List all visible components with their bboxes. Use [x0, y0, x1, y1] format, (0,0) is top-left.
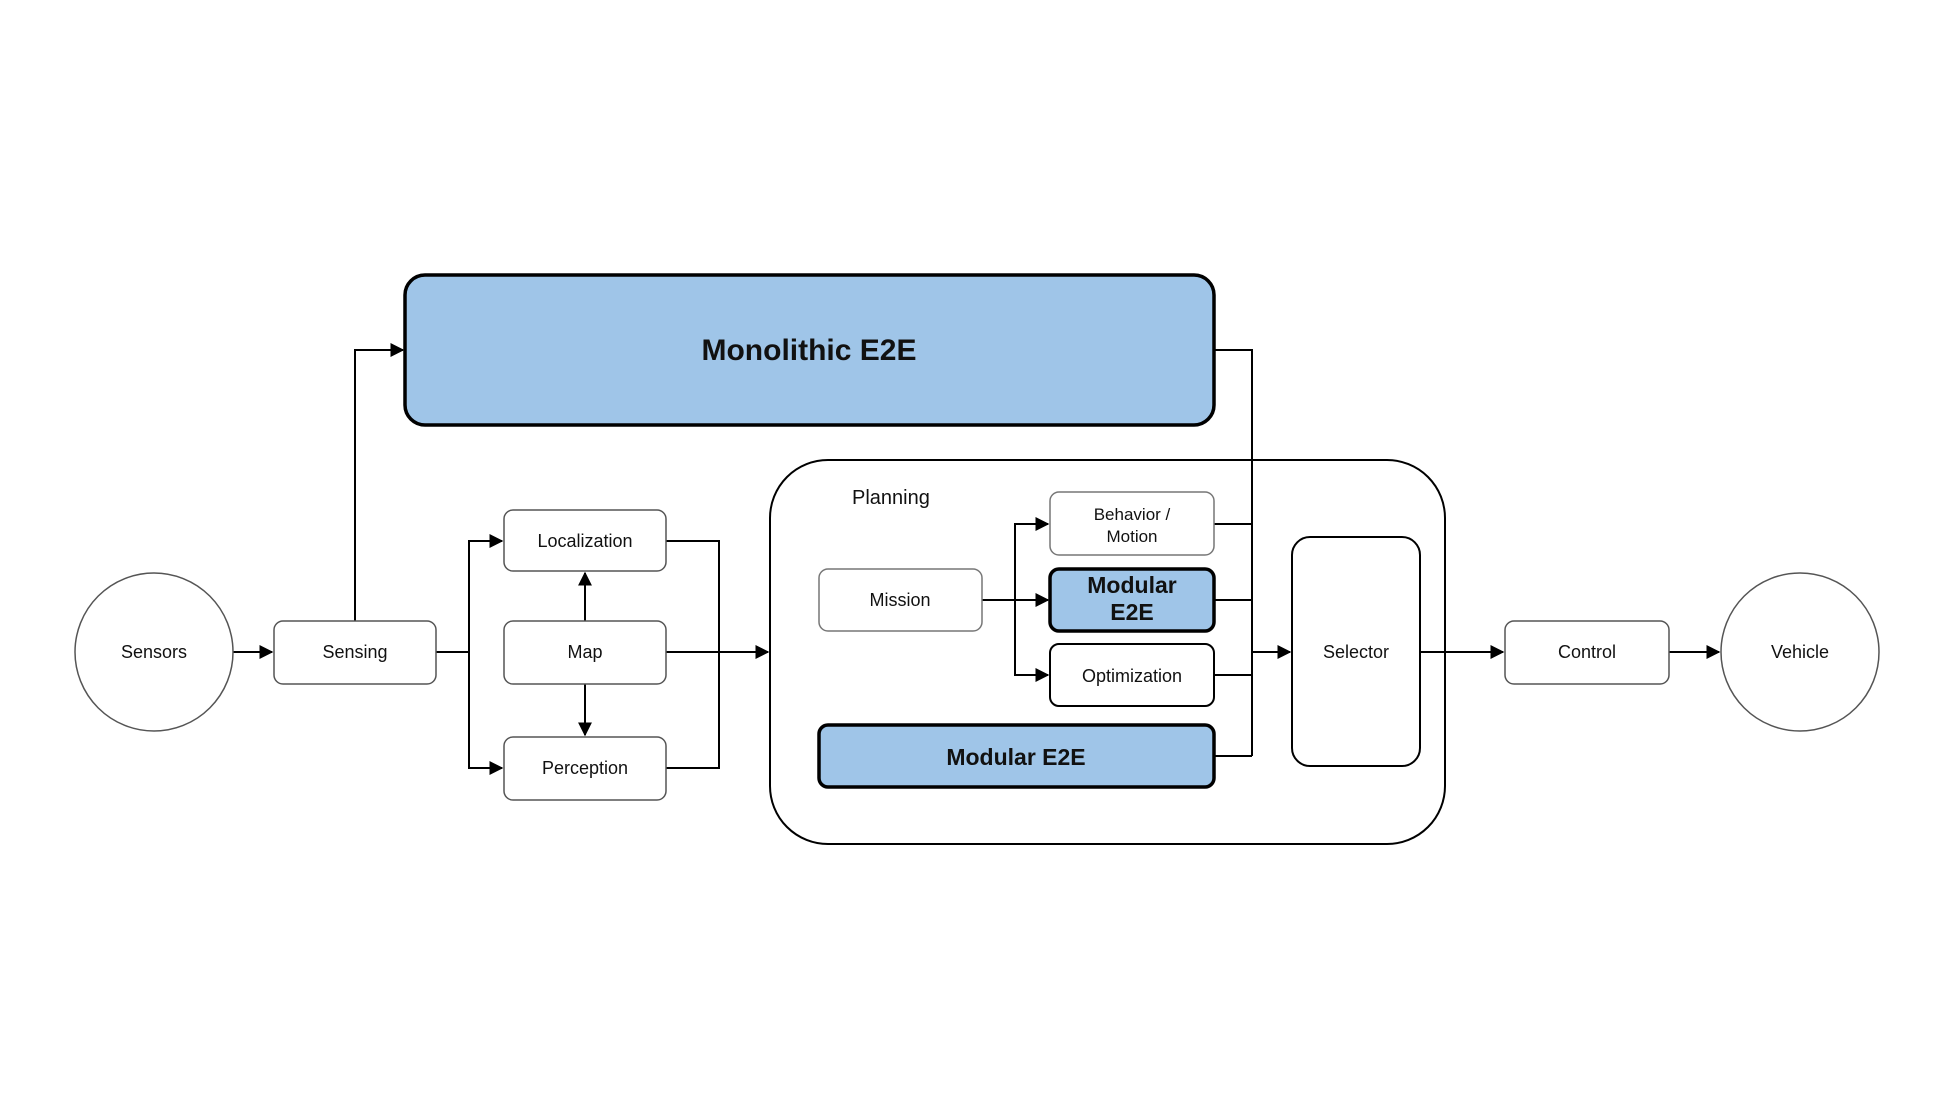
edge-perception-merge: [666, 652, 720, 769]
node-map: Map: [503, 620, 667, 685]
edge-localization-merge: [666, 540, 720, 652]
node-sensing: Sensing: [273, 620, 437, 685]
planning-container: Planning: [769, 459, 1446, 845]
node-vehicle: Vehicle: [1720, 572, 1880, 732]
monolithic-label: Monolithic E2E: [701, 334, 916, 367]
modular-wide-label: Modular E2E: [946, 744, 1085, 770]
modular-small-label-line1: Modular: [1087, 572, 1176, 598]
sensors-label: Sensors: [121, 642, 187, 662]
edge-branch-perception: [468, 652, 504, 775]
behavior-label-line2: Motion: [1106, 527, 1157, 546]
node-behavior-motion: Behavior / Motion: [1049, 491, 1215, 556]
node-localization: Localization: [503, 509, 667, 572]
node-modular-e2e-wide: Modular E2E: [817, 723, 1216, 789]
selector-label: Selector: [1323, 642, 1389, 662]
node-sensors: Sensors: [74, 572, 234, 732]
connectors: [233, 343, 1721, 775]
modular-small-label-line2: E2E: [1110, 599, 1153, 625]
edge-mission-optimization: [1014, 600, 1050, 682]
edge-sensing-monolithic: [354, 343, 405, 621]
behavior-label-line1: Behavior /: [1094, 505, 1171, 524]
mission-label: Mission: [869, 590, 930, 610]
edge-monolithic-bus: [1214, 349, 1253, 756]
node-control: Control: [1504, 620, 1670, 685]
node-optimization: Optimization: [1049, 643, 1215, 707]
node-monolithic-e2e: Monolithic E2E: [403, 273, 1216, 427]
edge-branch-localization: [468, 534, 504, 652]
control-label: Control: [1558, 642, 1616, 662]
planning-label: Planning: [852, 487, 930, 509]
optimization-label: Optimization: [1082, 666, 1182, 686]
node-mission: Mission: [818, 568, 983, 632]
perception-label: Perception: [542, 758, 628, 778]
localization-label: Localization: [537, 531, 632, 551]
sensing-label: Sensing: [322, 642, 387, 662]
edge-mission-behavior: [1014, 517, 1050, 600]
map-label: Map: [567, 642, 602, 662]
vehicle-label: Vehicle: [1771, 642, 1829, 662]
node-perception: Perception: [503, 736, 667, 801]
node-selector: Selector: [1291, 536, 1421, 767]
node-modular-e2e-small: Modular E2E: [1048, 567, 1216, 633]
